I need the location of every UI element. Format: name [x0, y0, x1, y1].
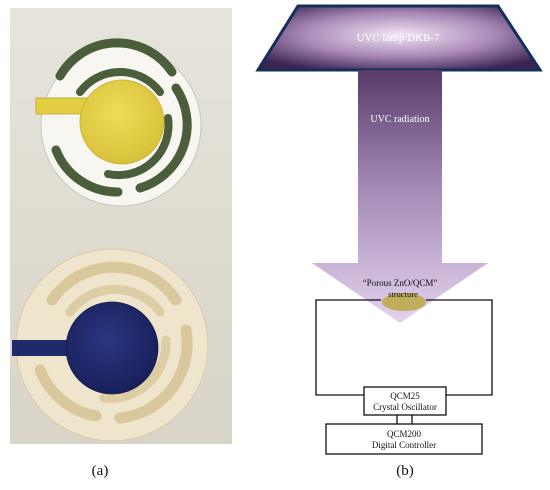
crystal-top-inner-arc-upper	[76, 68, 164, 96]
qcm25-oscillator-box	[363, 386, 447, 416]
caption-b: (b)	[396, 463, 414, 479]
uvc-radiation-arrow	[312, 70, 488, 323]
qcm25-label-line2: Crystal Oscillator	[373, 402, 437, 412]
crystal-bottom-outer-arc-right	[114, 324, 193, 424]
panel-b-schematic: UVC lamp DKB-7 UVC radiation “Porous ZnO…	[255, 4, 543, 479]
crystal-top-yellow-electrode	[79, 79, 165, 165]
qcm-crystal-top	[35, 38, 202, 207]
caption-a: (a)	[92, 463, 109, 479]
crystal-bottom-lead-tab	[12, 340, 82, 356]
crystal-top-outer-arc-upper	[55, 38, 177, 81]
qcm25-label-line1: QCM25	[390, 391, 420, 401]
crystal-top-outer-arc-right	[135, 83, 192, 193]
panel-a-photo: (a)	[10, 8, 232, 479]
qcm-crystal-bottom	[12, 248, 209, 442]
crystal-bottom-inner-arc-upper	[65, 284, 165, 317]
uvc-lamp-label: UVC lamp DKB-7	[356, 32, 440, 44]
qcm200-label-line1: QCM200	[387, 429, 422, 439]
crystal-top-outer-arc-lower	[51, 145, 123, 197]
sample-label-line2: structure	[388, 289, 418, 299]
crystal-bottom-outer-arc-upper	[46, 261, 182, 306]
qcm200-label-line2: Digital Controller	[372, 440, 436, 450]
crystal-bottom-blue-electrode	[65, 301, 159, 395]
wire-left	[315, 299, 381, 396]
sample-label-line1: “Porous ZnO/QCM”	[363, 278, 438, 288]
wire-right	[426, 299, 493, 396]
crystal-bottom-outer-arc-lower	[34, 364, 102, 422]
uvc-radiation-label: UVC radiation	[370, 114, 429, 125]
uvc-lamp	[255, 4, 543, 72]
sample-ellipse	[382, 293, 426, 311]
crystal-bottom-inner-arc-right	[99, 335, 171, 403]
crystal-top-inner-arc-right	[104, 114, 173, 180]
qcm200-controller-box	[325, 423, 483, 455]
